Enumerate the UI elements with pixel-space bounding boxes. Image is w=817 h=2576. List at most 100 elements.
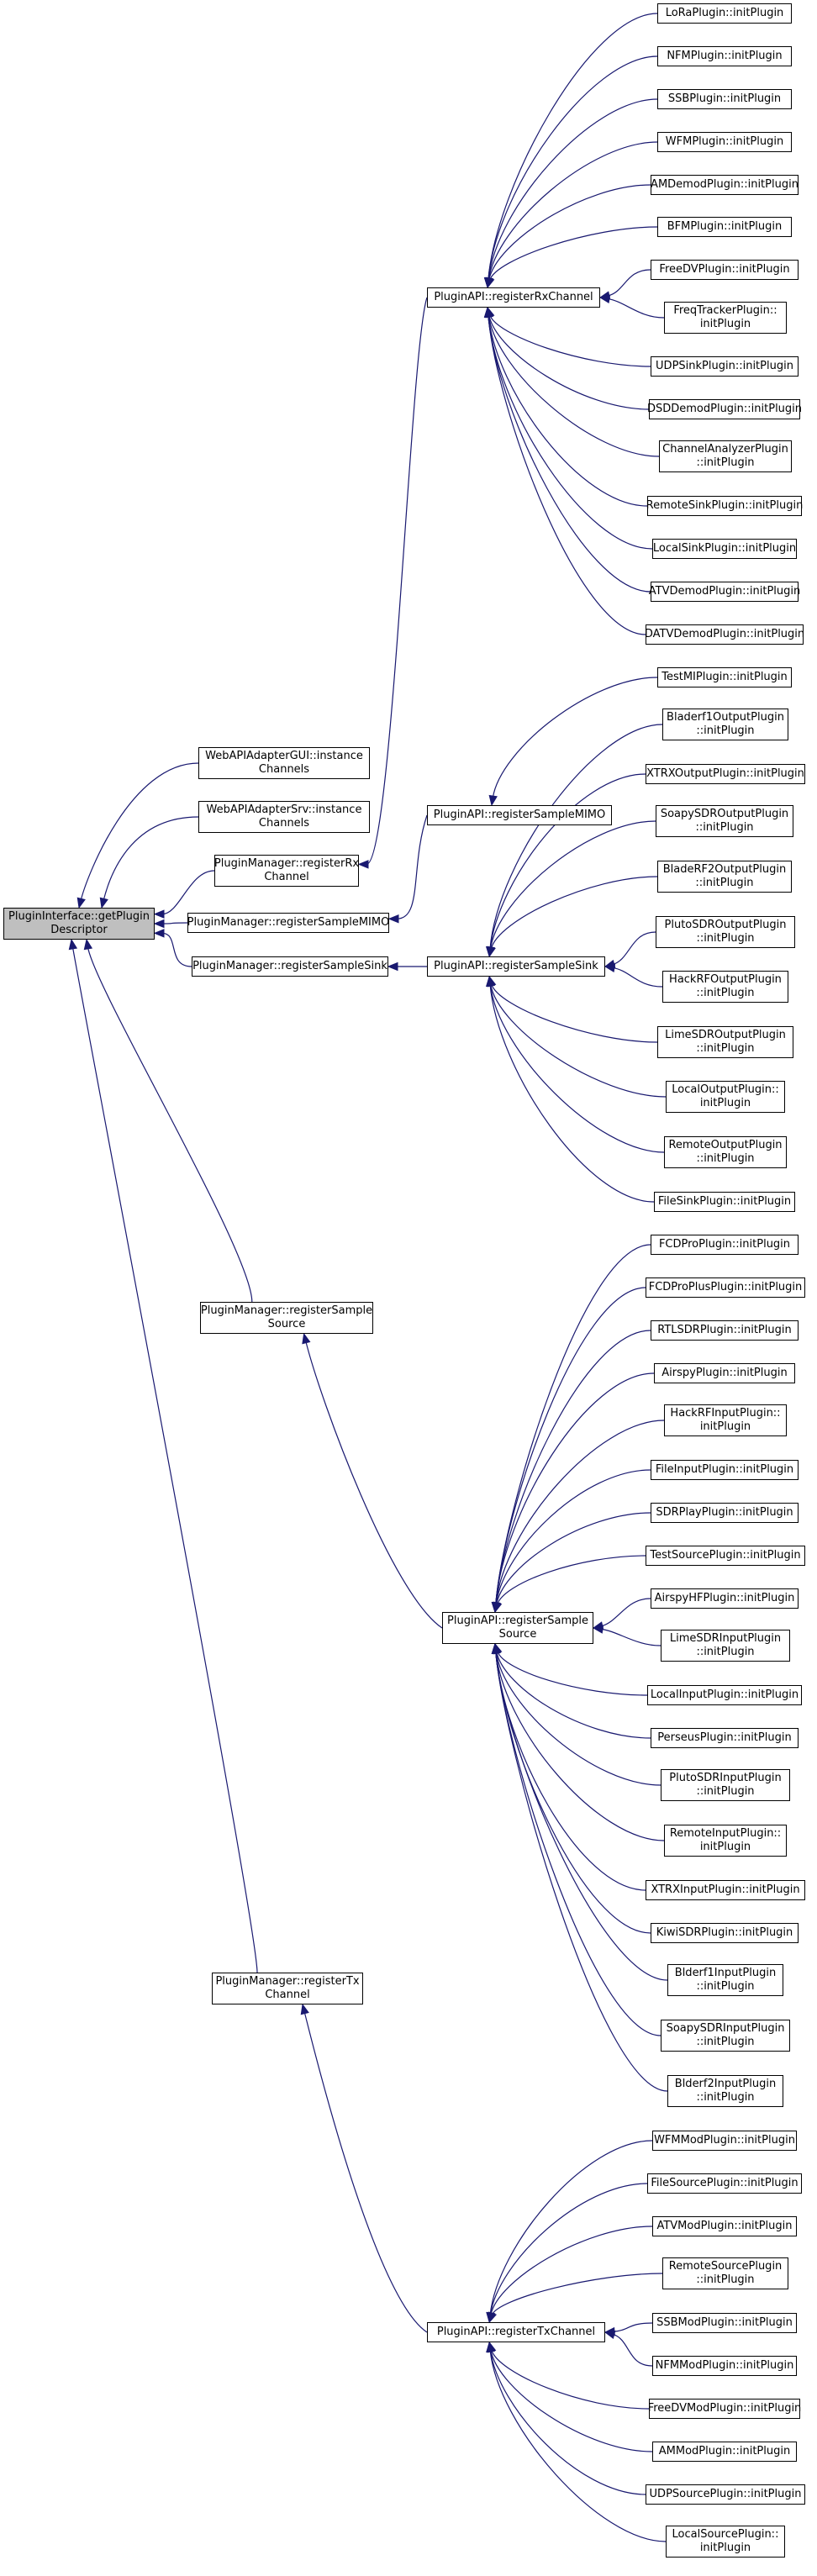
node-freqtrackerplugin-initplugin[interactable]: FreqTrackerPlugin:: initPlugin	[664, 302, 787, 334]
node-localsinkplugin-initplugin[interactable]: LocalSinkPlugin::initPlugin	[652, 539, 797, 559]
node-freedvmodplugin-initplugin[interactable]: FreeDVModPlugin::initPlugin	[648, 2399, 801, 2419]
node-pluginmanager-registerrxchannel[interactable]: PluginManager::registerRx Channel	[214, 855, 359, 887]
edge-arrowhead	[487, 946, 496, 958]
node-nfmplugin-initplugin[interactable]: NFMPlugin::initPlugin	[657, 46, 792, 66]
node-udpsinkplugin-initplugin[interactable]: UDPSinkPlugin::initPlugin	[651, 356, 799, 377]
node-perseusplugin-initplugin[interactable]: PerseusPlugin::initPlugin	[651, 1728, 799, 1748]
node-atvdemodplugin-initplugin[interactable]: ATVDemodPlugin::initPlugin	[649, 582, 800, 602]
edge-tx_am-to-api_tx	[490, 2349, 653, 2452]
edge-tx_nfm-to-api_tx	[612, 2333, 653, 2367]
node-airspyplugin-initplugin[interactable]: AirspyPlugin::initPlugin	[654, 1363, 795, 1383]
node-rtlsdrplugin-initplugin[interactable]: RTLSDRPlugin::initPlugin	[651, 1320, 799, 1341]
node-fcdproplugin-initplugin[interactable]: FCDProPlugin::initPlugin	[651, 1235, 799, 1255]
node-blderf1inputplugin-initplugin[interactable]: Blderf1InputPlugin ::initPlugin	[667, 1964, 783, 1996]
node-filesinkplugin-initplugin[interactable]: FileSinkPlugin::initPlugin	[654, 1192, 795, 1212]
edge-arrowhead	[592, 1625, 604, 1634]
node-limesdroutputplugin-initplugin[interactable]: LimeSDROutputPlugin ::initPlugin	[657, 1026, 793, 1058]
node-webapiadaptergui-instancechannels[interactable]: WebAPIAdapterGUI::instance Channels	[198, 747, 370, 779]
edge-src_sdrplay-to-api_source	[496, 1512, 651, 1605]
node-hackrfoutputplugin-initplugin[interactable]: HackRFOutputPlugin ::initPlugin	[662, 971, 788, 1003]
node-localsourceplugin-initplugin[interactable]: LocalSourcePlugin:: initPlugin	[666, 2526, 785, 2558]
node-pluginapi-registerrxchannel[interactable]: PluginAPI::registerRxChannel	[427, 287, 600, 308]
node-channelanalyzerplugin-initplugin[interactable]: ChannelAnalyzerPlugin ::initPlugin	[659, 440, 792, 472]
edge-sink_file-to-api_sink	[489, 983, 655, 1203]
edge-src_perseus-to-api_source	[496, 1651, 651, 1739]
node-udpsourceplugin-initplugin[interactable]: UDPSourcePlugin::initPlugin	[646, 2484, 805, 2505]
edge-tx_udpsource-to-api_tx	[489, 2349, 646, 2495]
edge-src_rtlsdr-to-api_source	[495, 1330, 651, 1605]
node-airspyhfplugin-initplugin[interactable]: AirspyHFPlugin::initPlugin	[651, 1588, 799, 1609]
edge-tx_wfm-to-api_tx	[489, 2140, 653, 2315]
node-pluginmanager-registersamplesink[interactable]: PluginManager::registerSampleSink	[192, 956, 388, 977]
node-plutosdroutputplugin-initplugin[interactable]: PlutoSDROutputPlugin ::initPlugin	[656, 916, 795, 948]
node-fcdproplusplugin-initplugin[interactable]: FCDProPlusPlugin::initPlugin	[646, 1277, 805, 1298]
edge-sink_bladerf1-to-api_sink	[489, 724, 663, 950]
node-wfmplugin-initplugin[interactable]: WFMPlugin::initPlugin	[657, 132, 792, 152]
node-sdrplayplugin-initplugin[interactable]: SDRPlayPlugin::initPlugin	[651, 1503, 799, 1523]
edge-rx_freedv-to-api_rx	[607, 269, 651, 297]
edge-mimo_test-to-api_mimo	[492, 677, 658, 798]
node-pluginapi-registertxchannel[interactable]: PluginAPI::registerTxChannel	[427, 2322, 605, 2342]
node-filesourceplugin-initplugin[interactable]: FileSourcePlugin::initPlugin	[647, 2173, 802, 2194]
node-pluginmanager-registersamplesource[interactable]: PluginManager::registerSample Source	[200, 1302, 373, 1334]
node-ssbmodplugin-initplugin[interactable]: SSBModPlugin::initPlugin	[652, 2313, 797, 2333]
node-hackrfinputplugin-initplugin[interactable]: HackRFInputPlugin:: initPlugin	[664, 1404, 787, 1436]
edge-arrowhead	[604, 2330, 616, 2340]
edge-sink_local-to-api_sink	[490, 983, 667, 1098]
edge-sink_hackrf-to-api_sink	[612, 967, 663, 988]
edge-src_bladerf2-to-api_source	[495, 1651, 668, 2092]
node-remoteoutputplugin-initplugin[interactable]: RemoteOutputPlugin ::initPlugin	[664, 1136, 787, 1168]
node-bfmplugin-initplugin[interactable]: BFMPlugin::initPlugin	[657, 217, 792, 237]
node-loraplugin-initplugin[interactable]: LoRaPlugin::initPlugin	[657, 3, 792, 24]
node-amdemodplugin-initplugin[interactable]: AMDemodPlugin::initPlugin	[651, 175, 799, 195]
edge-rx_atv-to-api_rx	[488, 314, 651, 593]
node-dsddemodplugin-initplugin[interactable]: DSDDemodPlugin::initPlugin	[647, 399, 802, 419]
node-soapysdrinputplugin-initplugin[interactable]: SoapySDRInputPlugin ::initPlugin	[661, 2020, 790, 2052]
node-atvmodplugin-initplugin[interactable]: ATVModPlugin::initPlugin	[652, 2216, 797, 2236]
node-testmiplugin-initplugin[interactable]: TestMIPlugin::initPlugin	[657, 667, 792, 687]
node-freedvplugin-initplugin[interactable]: FreeDVPlugin::initPlugin	[651, 260, 799, 280]
node-pluginmanager-registersamplemimo[interactable]: PluginManager::registerSampleMIMO	[187, 913, 389, 933]
node-pluginapi-registersamplesink[interactable]: PluginAPI::registerSampleSink	[427, 956, 605, 977]
edge-arrowhead	[387, 961, 398, 972]
node-limesdrinputplugin-initplugin[interactable]: LimeSDRInputPlugin ::initPlugin	[661, 1630, 790, 1662]
node-remoteinputplugin-initplugin[interactable]: RemoteInputPlugin:: initPlugin	[664, 1825, 787, 1857]
node-kiwisdrplugin-initplugin[interactable]: KiwiSDRPlugin::initPlugin	[651, 1923, 799, 1943]
node-datvdemodplugin-initplugin[interactable]: DATVDemodPlugin::initPlugin	[645, 624, 804, 645]
node-remotesourceplugin-initplugin[interactable]: RemoteSourcePlugin ::initPlugin	[662, 2257, 788, 2289]
node-pluginapi-registersamplesource[interactable]: PluginAPI::registerSample Source	[442, 1612, 593, 1644]
node-testsourceplugin-initplugin[interactable]: TestSourcePlugin::initPlugin	[646, 1546, 805, 1566]
edge-arrowhead	[604, 963, 616, 972]
node-ssbplugin-initplugin[interactable]: SSBPlugin::initPlugin	[657, 89, 792, 109]
node-localoutputplugin-initplugin[interactable]: LocalOutputPlugin:: initPlugin	[666, 1081, 785, 1113]
node-wfmmodplugin-initplugin[interactable]: WFMModPlugin::initPlugin	[652, 2131, 797, 2151]
edge-arrowhead	[598, 294, 611, 303]
node-plutosdrinputplugin-initplugin[interactable]: PlutoSDRInputPlugin ::initPlugin	[661, 1769, 790, 1801]
node-fileinputplugin-initplugin[interactable]: FileInputPlugin::initPlugin	[651, 1460, 799, 1480]
edge-tx_atv-to-api_tx	[490, 2226, 653, 2315]
edge-pm_rx-to-root	[161, 870, 215, 915]
edge-src_remote-to-api_source	[495, 1651, 665, 1841]
edge-arrowhead	[153, 919, 165, 929]
edge-src_local-to-api_source	[497, 1651, 648, 1696]
node-webapiadaptersrv-instancechannels[interactable]: WebAPIAdapterSrv::instance Channels	[198, 801, 370, 833]
edge-arrowhead	[488, 2311, 498, 2324]
edge-arrowhead	[302, 1332, 311, 1345]
node-xtrxoutputplugin-initplugin[interactable]: XTRXOutputPlugin::initPlugin	[646, 764, 805, 784]
node-soapysdroutputplugin-initplugin[interactable]: SoapySDROutputPlugin ::initPlugin	[656, 805, 793, 837]
edge-src_xtrx-to-api_source	[495, 1651, 646, 1891]
node-remotesinkplugin-initplugin[interactable]: RemoteSinkPlugin::initPlugin	[646, 496, 803, 516]
edge-rx_lora-to-api_rx	[488, 13, 658, 281]
node-localinputplugin-initplugin[interactable]: LocalInputPlugin::initPlugin	[647, 1685, 802, 1705]
node-pluginapi-registersamplemimo[interactable]: PluginAPI::registerSampleMIMO	[427, 805, 612, 825]
node-nfmmodplugin-initplugin[interactable]: NFMModPlugin::initPlugin	[652, 2356, 797, 2376]
node-bladerf1outputplugin-initplugin[interactable]: Bladerf1OutputPlugin ::initPlugin	[662, 709, 788, 740]
node-pluginmanager-registertxchannel[interactable]: PluginManager::registerTx Channel	[212, 1973, 363, 2004]
node-plugininterface-getplugindescriptor[interactable]: PluginInterface::getPlugin Descriptor	[3, 908, 155, 940]
edge-rx_bfm-to-api_rx	[489, 226, 658, 281]
node-blderf2inputplugin-initplugin[interactable]: Blderf2InputPlugin ::initPlugin	[667, 2075, 783, 2107]
node-xtrxinputplugin-initplugin[interactable]: XTRXInputPlugin::initPlugin	[646, 1880, 805, 1900]
node-ammodplugin-initplugin[interactable]: AMModPlugin::initPlugin	[652, 2442, 797, 2462]
node-bladerf2outputplugin-initplugin[interactable]: BladeRF2OutputPlugin ::initPlugin	[657, 861, 792, 893]
